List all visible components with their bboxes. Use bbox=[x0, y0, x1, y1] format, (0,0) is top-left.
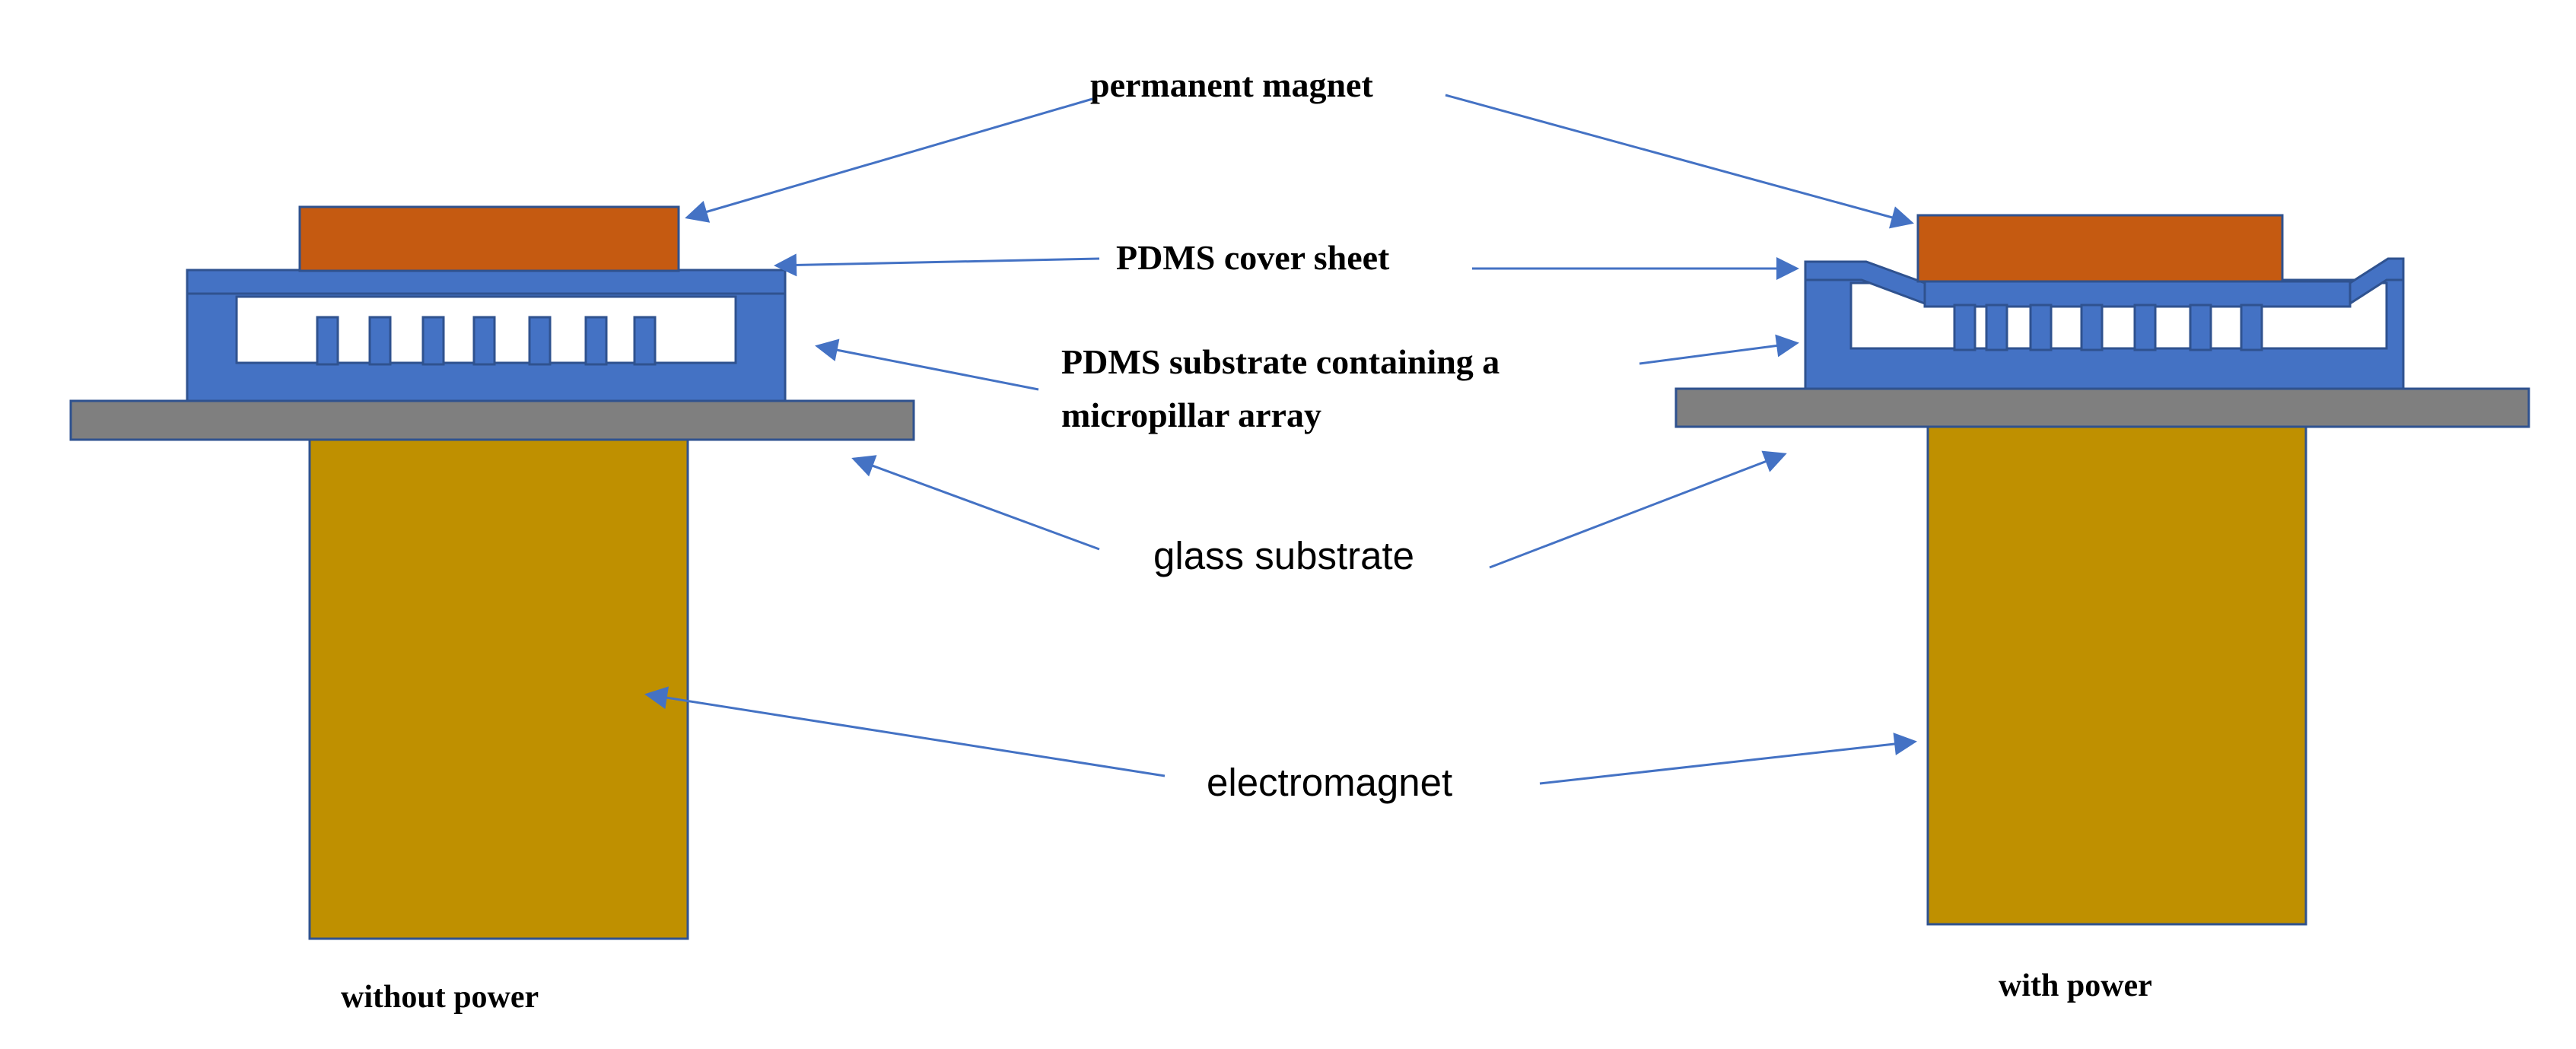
micropillar bbox=[472, 316, 496, 366]
arrow-permanent-magnet-right bbox=[1445, 94, 1914, 229]
pdms-housing-left bbox=[186, 269, 787, 402]
arrow-pdms-cover-left bbox=[774, 253, 1100, 277]
device-without-power bbox=[69, 205, 915, 940]
micropillar bbox=[2240, 304, 2263, 351]
pdms-center-plate-right bbox=[1923, 280, 2352, 308]
pdms-cover-sheet-left bbox=[186, 269, 787, 295]
micropillar bbox=[2080, 304, 2104, 351]
permanent-magnet-right bbox=[1916, 214, 2284, 283]
arrow-glass-left bbox=[851, 455, 1100, 551]
micropillar bbox=[421, 316, 445, 366]
permanent-magnet-left bbox=[298, 205, 680, 272]
arrow-electromagnet-right bbox=[1539, 733, 1917, 785]
label-pdms-substrate-line1: PDMS substrate containing a bbox=[1061, 342, 1499, 381]
device-with-power bbox=[1674, 214, 2530, 926]
micropillar bbox=[2189, 304, 2212, 351]
arrow-glass-right bbox=[1489, 450, 1787, 569]
label-pdms-cover-sheet: PDMS cover sheet bbox=[1116, 238, 1390, 277]
callout-arrows bbox=[644, 94, 1917, 785]
electromagnet-left bbox=[308, 438, 689, 940]
label-electromagnet: electromagnet bbox=[1207, 761, 1452, 804]
micropillar bbox=[368, 316, 392, 366]
micropillar bbox=[584, 316, 608, 366]
label-without-power: without power bbox=[341, 980, 539, 1015]
pdms-housing-right bbox=[1804, 257, 2405, 390]
micropillar-array-left bbox=[316, 316, 657, 366]
micropillar bbox=[2133, 304, 2157, 351]
arrow-pdms-substrate-right bbox=[1639, 334, 1799, 365]
arrow-permanent-magnet-left bbox=[685, 97, 1093, 223]
micropillar bbox=[1985, 304, 2008, 351]
micropillar bbox=[1953, 304, 1977, 351]
electromagnet-right bbox=[1926, 425, 2307, 926]
micropillar-array-right bbox=[1953, 304, 2263, 351]
micropillar bbox=[316, 316, 339, 366]
label-pdms-substrate-line2: micropillar array bbox=[1061, 396, 1321, 434]
glass-substrate-right bbox=[1674, 387, 2530, 428]
micropillar bbox=[633, 316, 657, 366]
arrow-electromagnet-left bbox=[644, 686, 1166, 777]
micropillar bbox=[528, 316, 552, 366]
glass-substrate-left bbox=[69, 399, 915, 441]
label-permanent-magnet: permanent magnet bbox=[1090, 65, 1373, 104]
label-with-power: with power bbox=[1999, 968, 2152, 1003]
micropillar bbox=[2029, 304, 2053, 351]
arrow-pdms-substrate-left bbox=[815, 339, 1039, 391]
label-glass-substrate: glass substrate bbox=[1153, 534, 1414, 577]
